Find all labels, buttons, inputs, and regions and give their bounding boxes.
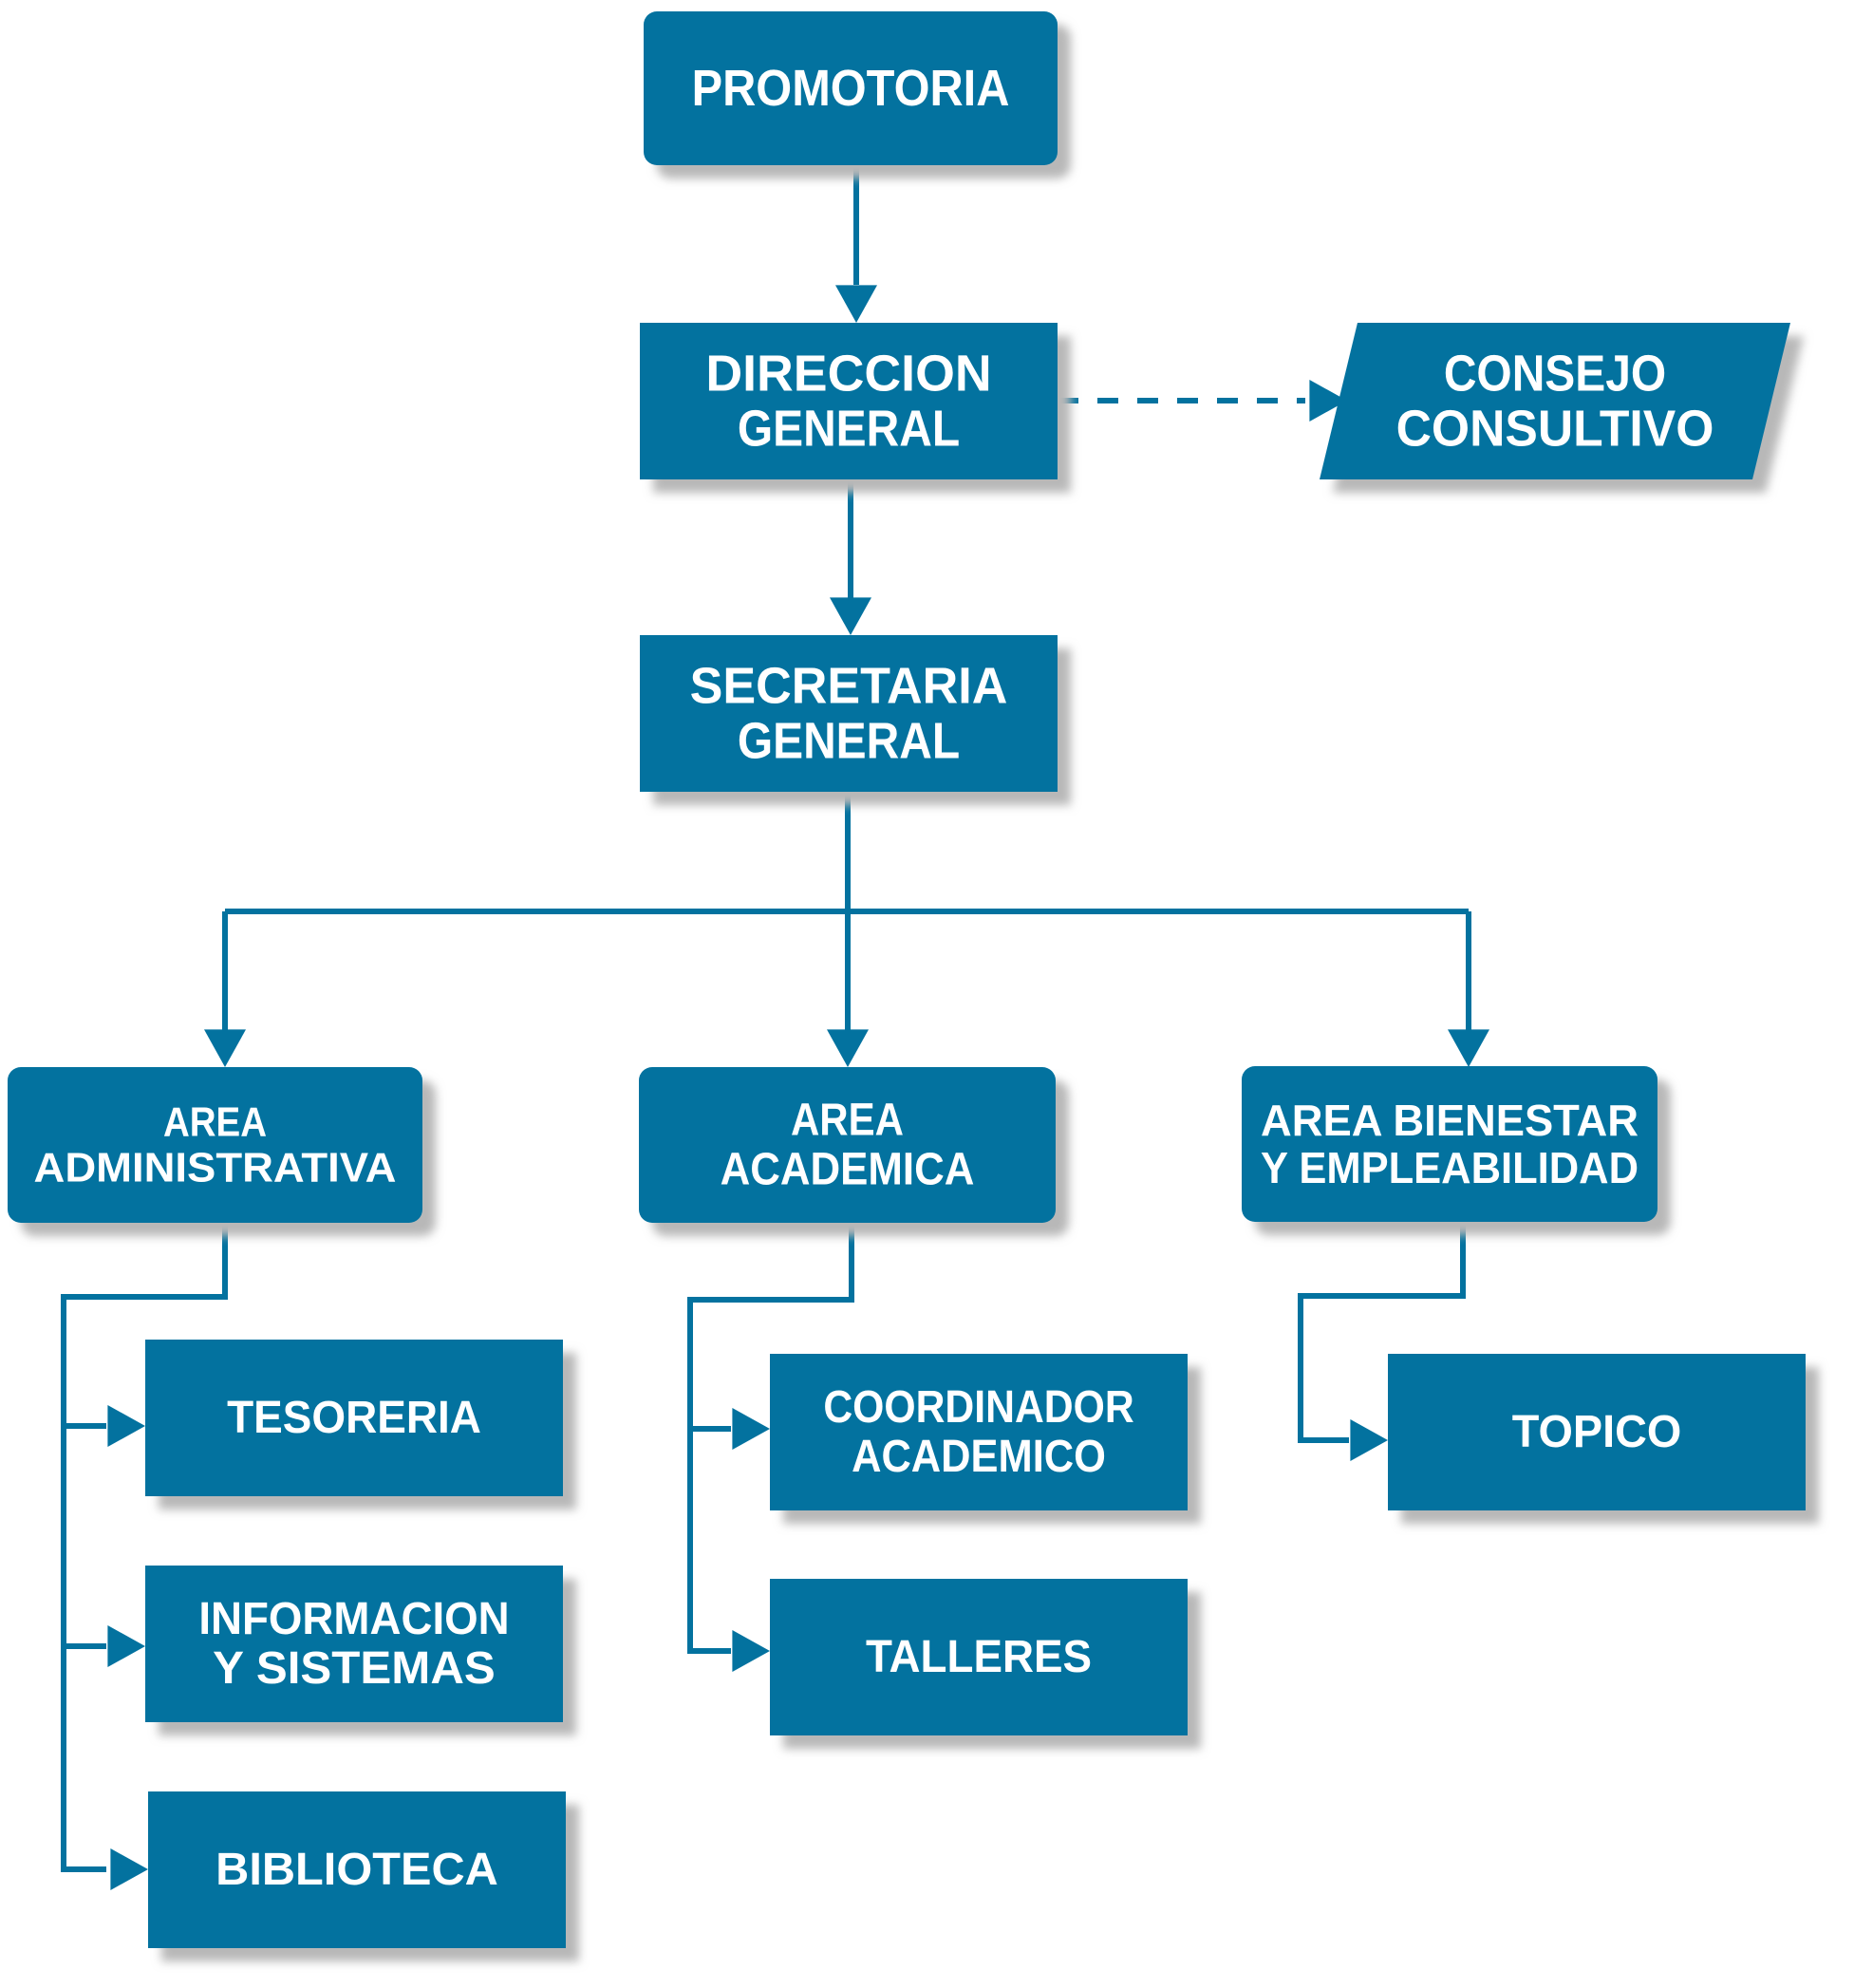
node-label-line: AREA BIENESTAR <box>1261 1096 1639 1145</box>
node-talleres: TALLERES <box>770 1579 1201 1749</box>
edge-administrativa-spine <box>61 1223 228 1872</box>
node-label-line: BIBLIOTECA <box>215 1845 498 1895</box>
node-shape <box>644 11 1058 165</box>
node-shape <box>639 1067 1056 1223</box>
node-shape <box>8 1067 422 1223</box>
arrow-to-secretaria-general <box>830 597 871 635</box>
arrow-to-direccion-general <box>835 285 877 323</box>
node-shape <box>770 1579 1188 1735</box>
edge-bienestar-topico <box>1298 1222 1466 1443</box>
node-biblioteca: BIBLIOTECA <box>148 1791 579 1961</box>
arrow-to-talleres <box>732 1630 770 1672</box>
node-label-line: TALLERES <box>866 1632 1092 1682</box>
node-label-line: GENERAL <box>738 401 960 458</box>
arrow-to-topico <box>1350 1419 1388 1461</box>
node-label-line: ACADEMICA <box>721 1144 975 1194</box>
node-shape <box>640 323 1058 479</box>
node-label-line: TOPICO <box>1512 1407 1682 1457</box>
arrow-to-area-academica <box>827 1029 869 1067</box>
node-label-line: AREA <box>791 1096 904 1146</box>
node-shape <box>640 635 1058 792</box>
node-label-line: GENERAL <box>738 713 960 770</box>
node-shape <box>770 1354 1188 1510</box>
node-shape <box>1320 323 1790 479</box>
arrow-to-tesoreria <box>107 1405 145 1447</box>
node-shape <box>148 1791 566 1948</box>
connector-lines <box>61 165 1489 1890</box>
node-label-line: COORDINADOR <box>823 1382 1133 1433</box>
arrow-to-area-administrativa <box>204 1029 246 1067</box>
node-label-line: DIRECCION <box>705 345 991 402</box>
node-label-line: CONSULTIVO <box>1396 401 1714 458</box>
node-shape <box>1242 1066 1657 1222</box>
arrow-to-informacion-sistemas <box>107 1625 145 1667</box>
edge-academica-spine <box>687 1223 854 1654</box>
node-label-line: TESORERIA <box>227 1393 481 1443</box>
node-label-line: INFORMACION <box>198 1594 509 1644</box>
node-label-line: ACADEMICO <box>852 1432 1106 1482</box>
node-label-line: Y SISTEMAS <box>213 1643 496 1694</box>
node-label-line: CONSEJO <box>1444 345 1666 402</box>
node-shape <box>1388 1354 1806 1510</box>
node-label-line: PROMOTORIA <box>692 60 1010 117</box>
arrow-to-consejo-consultivo <box>1309 380 1347 422</box>
node-tesoreria: TESORERIA <box>145 1340 576 1510</box>
arrow-to-area-bienestar <box>1448 1029 1489 1067</box>
arrow-to-biblioteca <box>110 1848 148 1890</box>
node-shape <box>145 1340 563 1496</box>
node-label-line: SECRETARIA <box>690 657 1008 714</box>
node-label-line: ADMINISTRATIVA <box>34 1144 397 1191</box>
arrow-to-coordinador-academico <box>732 1408 770 1450</box>
node-label-line: AREA <box>163 1099 267 1146</box>
node-shape <box>145 1566 563 1722</box>
node-promotoria: PROMOTORIA <box>644 11 1071 178</box>
node-topico: TOPICO <box>1388 1354 1819 1524</box>
node-label-line: Y EMPLEABILIDAD <box>1261 1143 1639 1192</box>
node-boxes: PROMOTORIADIRECCIONGENERALCONSEJOCONSULT… <box>8 11 1819 1961</box>
